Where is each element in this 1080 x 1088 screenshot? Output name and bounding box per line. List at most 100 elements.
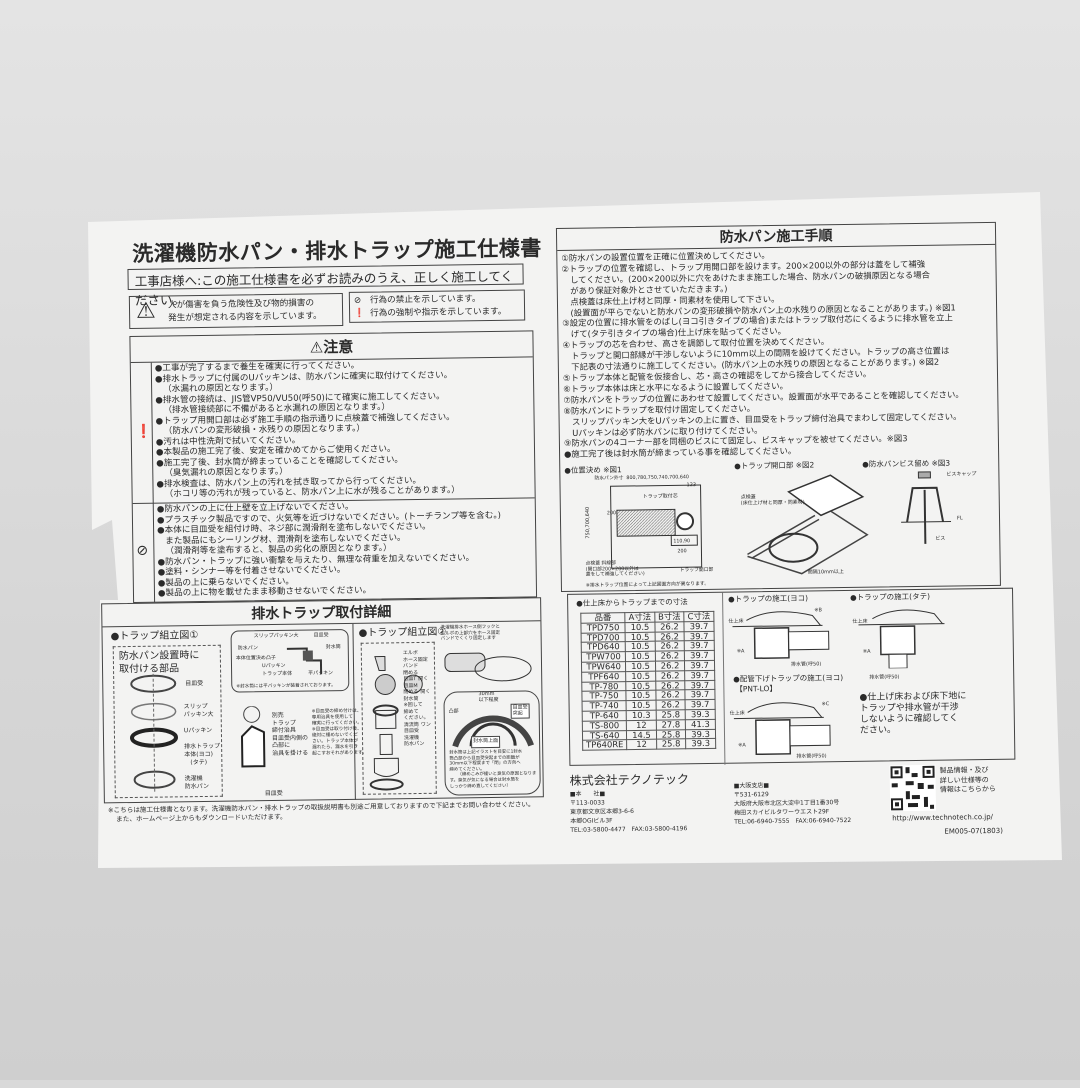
- tate-label: 排水管(呼50): [869, 674, 900, 681]
- table-cell: 25.8: [656, 739, 686, 750]
- symbol-legend: ⊘ 行為の禁止を示しています。 ❗ 行為の強制や指示を示しています。: [348, 289, 526, 323]
- fig1-title: ●トラップ組立図①: [110, 630, 199, 643]
- qr-code[interactable]: [889, 764, 937, 812]
- fig3-label: FL: [956, 515, 963, 522]
- caution-header: ⚠注意: [130, 333, 533, 363]
- procedure-header: 防水パン施工手順: [556, 222, 996, 252]
- warning-triangle-icon: ⚠: [135, 298, 156, 324]
- parts-title-line: 防水パン設置時に: [118, 650, 200, 663]
- trap-detail-section: 排水トラップ取付詳細 ●トラップ組立図① 防水パン設置時に取付ける部品 目皿受 …: [101, 597, 544, 804]
- hose-note-line: バンドでくくり固定します: [440, 636, 497, 642]
- fig1-label: 110,90: [673, 539, 691, 545]
- tate-label: ※A: [862, 648, 871, 655]
- seal-label: 封水筒上面: [471, 735, 501, 748]
- yoko-label: 排水管(呼50): [791, 661, 822, 668]
- callout-label: 本体位置決め凸子: [235, 654, 276, 662]
- divider: [722, 592, 726, 765]
- table-cell: 27.8: [656, 719, 686, 730]
- yoko-title: ●トラップの施工(ヨコ): [728, 593, 809, 604]
- table-cell: 10.5: [625, 622, 655, 633]
- table-cell: 26.2: [654, 621, 685, 632]
- prohibit-icon: ⊘: [136, 542, 149, 559]
- tate-title: ●トラップの施工(タテ): [850, 591, 931, 602]
- callout-label: 防水パン: [237, 645, 259, 652]
- pnt-trap-diagram: [733, 702, 831, 756]
- part-label: Uパッキン: [183, 726, 213, 735]
- trap-assembly-illustration: [369, 655, 423, 791]
- table-cell: 39.7: [684, 621, 714, 632]
- table-cell: 26.2: [655, 670, 686, 681]
- pnt-title: ●配管下げトラップの施工(ヨコ): [733, 673, 844, 684]
- seal-section-drawing: [286, 647, 323, 675]
- mandatory-icon: ❗: [135, 424, 153, 440]
- prohibit-legend-text: 行為の禁止を示しています。: [369, 294, 481, 306]
- mandatory-list: ●工事が完了するまで養生を確実に行ってください。●排水トラップに付属のUパッキン…: [155, 359, 460, 500]
- table-cell: 10.3: [626, 710, 657, 721]
- floor-note-line: ださい。: [859, 725, 897, 736]
- yoko-label: 仕上床: [728, 618, 744, 625]
- table-cell: 10.5: [625, 671, 656, 682]
- osaka-phone: TEL:06-6940-7555 FAX:06-6940-7522: [734, 816, 852, 826]
- qr-caption-line: 情報はこちらから: [939, 784, 996, 794]
- pnt-label: 仕上床: [729, 710, 745, 717]
- fig1-note: ※排水トラップ位置によって上記図面方向が異なります。: [585, 581, 710, 589]
- pnt-label: 排水管(呼50): [796, 753, 827, 760]
- mandatory-legend-text: 行為の強制や指示を示しています。: [370, 306, 507, 319]
- table-cell: TP640RE: [582, 739, 627, 751]
- qr-caption: 製品情報・及び詳しい仕様等の情報はこちらから: [939, 766, 995, 795]
- pnt-label: ※A: [738, 742, 746, 749]
- tool-note: ※目皿受の締め付けは、専用治具を使用して確実に行ってください。※目皿受は取り付け…: [312, 709, 367, 758]
- floor-clearance-note: ●仕上げ床および床下地にトラップや排水管が干渉しないように確認してください。: [859, 691, 966, 736]
- tool-label-line: 治具を掛ける: [272, 749, 309, 757]
- caution-header-text: 注意: [323, 337, 354, 357]
- fig2-label-line: (床仕上げ材と同厚・同素材): [740, 499, 805, 507]
- fig1-label: トラップ取付芯: [642, 493, 678, 500]
- website-link[interactable]: http://www.technotech.co.jp/: [892, 812, 994, 823]
- part-label: 目皿受: [185, 679, 204, 688]
- trap-opening-diagram: [747, 474, 869, 575]
- fig1-label-line: 蓋をして補強してください): [585, 572, 645, 578]
- part-label: 排水トラップ: [184, 742, 221, 751]
- table-cell: 39.7: [684, 670, 715, 681]
- assembly-label: 開く: [418, 675, 429, 682]
- tool-note-line: 起こすおそれがあります。: [312, 750, 367, 757]
- warning-legend: ⚠ 人が傷害を負う危険性及び物的損害の 発生が想定される内容を示しています。: [128, 293, 344, 329]
- seal-label: 凸部: [448, 708, 459, 715]
- fig1-label: 200: [606, 511, 617, 517]
- screw-cap-diagram: [901, 471, 952, 544]
- yoko-label: ※B: [814, 607, 822, 614]
- part-label: 防水パン: [184, 782, 210, 791]
- trap-detail-header: 排水トラップ取付詳細: [102, 599, 541, 628]
- table-cell: TPF640: [581, 671, 627, 682]
- part-label: パッキン大: [183, 710, 214, 719]
- tool-label: 別売トラップ締付治具目皿受内側の凸部に治具を掛ける: [272, 712, 309, 757]
- seal-label-line: 以下程度: [478, 696, 499, 703]
- prohibit-icon: ⊘: [353, 295, 362, 306]
- fig2-title: ●トラップ開口部 ※図2: [734, 460, 815, 471]
- procedure-section: 防水パン施工手順 ①防水パンの設置位置を正確に位置決めしてください。②トラップの…: [555, 221, 1001, 592]
- part-label: 目皿受: [264, 789, 283, 798]
- seal-label: 目皿受突起: [510, 703, 530, 719]
- assembly-label: 開く: [420, 688, 431, 695]
- tightening-tool-illustration: [240, 706, 266, 768]
- callout-label: スリップパッキン大: [253, 632, 299, 640]
- fig1-label: 200: [677, 549, 687, 555]
- hose-illustration: [444, 652, 532, 682]
- table-cell: 39.7: [684, 660, 715, 671]
- part-label: スリップ: [183, 702, 208, 711]
- part-label: 洗濯機: [184, 775, 203, 783]
- table-cell: 41.3: [685, 719, 716, 730]
- dimensions-title: ●仕上床からトラップまでの寸法: [576, 597, 688, 608]
- callout-box: スリップパッキン大 目皿受 防水パン 封水筒 本体位置決め凸子 Uパッキン トラ…: [230, 628, 350, 693]
- column-header: B寸法: [654, 611, 685, 622]
- warning-triangle-icon: ⚠: [309, 338, 324, 357]
- fig1-label: トラップ開口部: [679, 567, 714, 574]
- table-cell: 12: [626, 739, 657, 750]
